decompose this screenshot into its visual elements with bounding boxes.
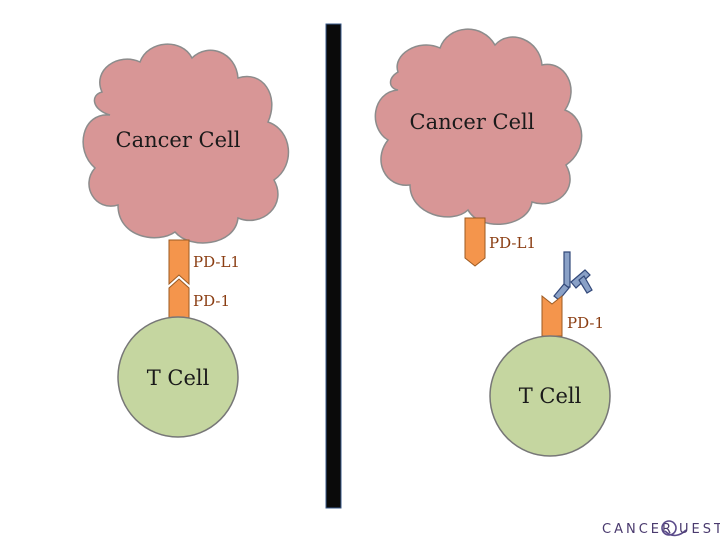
right-pd1-label: PD-1: [567, 314, 604, 332]
logo-text-right: UEST: [679, 522, 720, 537]
right-pdl1-label: PD-L1: [489, 234, 536, 252]
q-swirl-icon: [661, 520, 687, 537]
right-panel: Cancer Cell PD-L1 PD-1 T Cell: [374, 28, 611, 457]
panel-divider: [325, 23, 342, 509]
cancerquest-logo: CANCER UEST: [602, 520, 720, 537]
left-pdl1-receptor: [168, 239, 190, 286]
left-pd1-label: PD-1: [193, 292, 230, 310]
left-panel: Cancer Cell PD-L1 PD-1 T Cell: [82, 43, 290, 438]
left-cancer-cell-label: Cancer Cell: [116, 128, 241, 152]
left-pd1-receptor: [168, 278, 190, 319]
right-pdl1-receptor: [464, 217, 486, 267]
left-t-cell: [117, 316, 239, 438]
left-pdl1-label: PD-L1: [193, 253, 240, 271]
right-cancer-cell-label: Cancer Cell: [410, 110, 535, 134]
right-t-cell-label: T Cell: [519, 384, 582, 408]
logo-text-left: CANCER: [602, 522, 674, 537]
antibody-right-tip: [578, 275, 593, 294]
anti-pd1-antibody: [553, 251, 593, 301]
antibody-left-arm: [563, 251, 571, 288]
left-cancer-cell: [82, 43, 290, 244]
left-t-cell-label: T Cell: [147, 366, 210, 390]
right-pd1-receptor: [541, 294, 563, 337]
right-cancer-cell: [374, 28, 583, 225]
right-t-cell: [489, 335, 611, 457]
